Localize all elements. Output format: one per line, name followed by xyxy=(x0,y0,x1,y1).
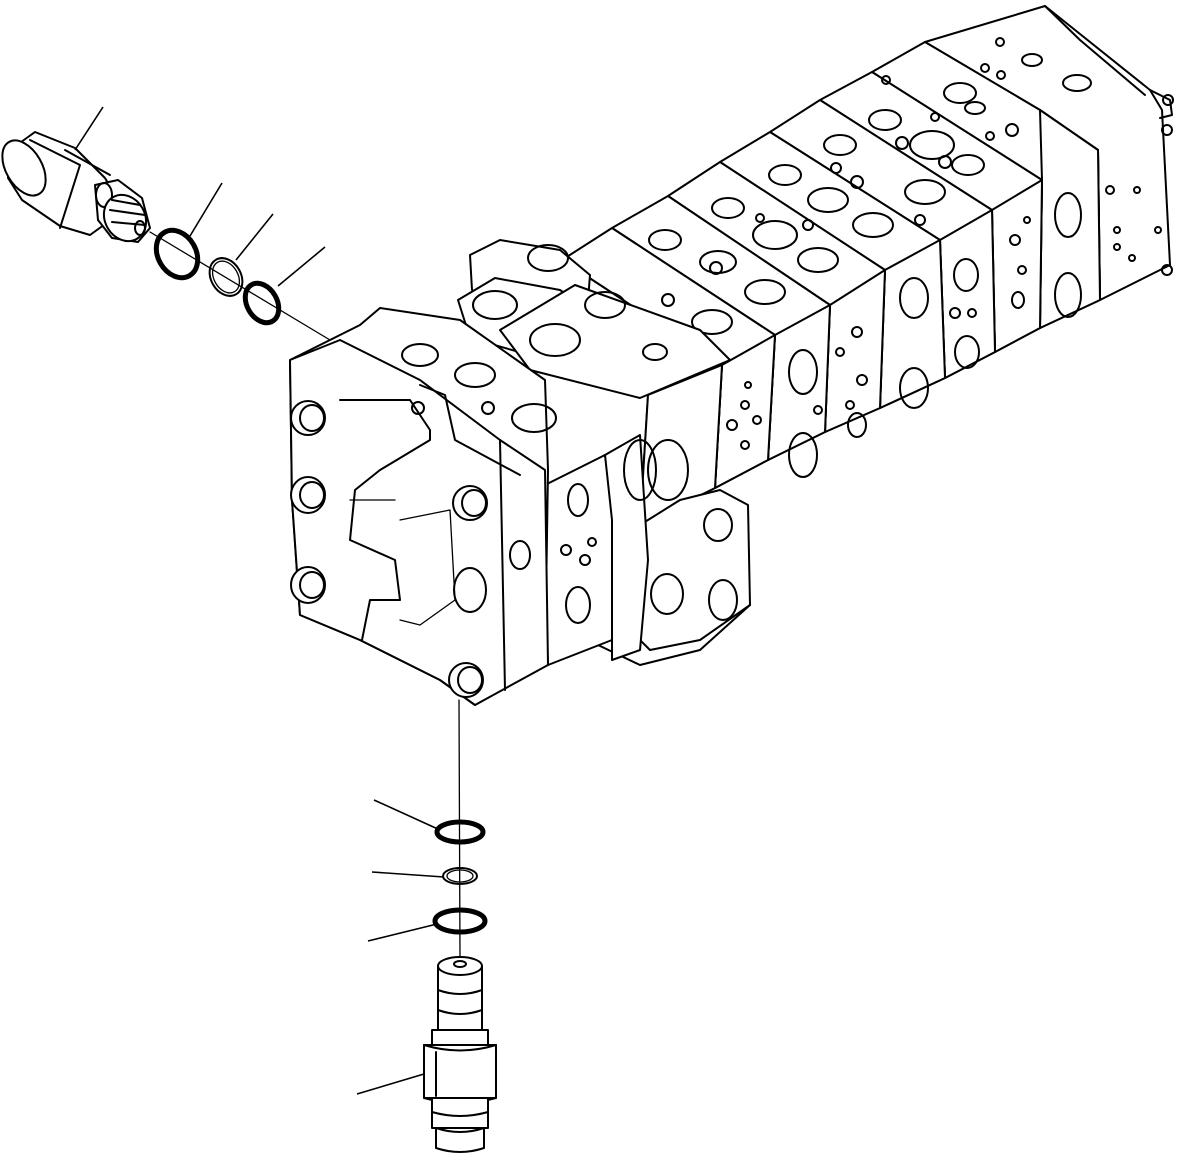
leader-backup-ring-upper xyxy=(235,213,274,261)
valve-sections xyxy=(457,37,1162,666)
o-ring-upper-1 xyxy=(153,227,201,281)
backup-ring-lower xyxy=(442,867,478,885)
relief-valve-lower xyxy=(423,956,497,1153)
control-valve-body xyxy=(289,5,1174,706)
leader-o-ring-upper-1 xyxy=(189,182,223,237)
relief-valve-upper xyxy=(1,131,151,243)
leader-relief-valve-lower xyxy=(356,1073,425,1095)
cap-bolts xyxy=(290,400,488,698)
o-ring-upper-2 xyxy=(242,280,282,326)
o-ring-lower-2 xyxy=(432,907,488,935)
leader-o-ring-lower-2 xyxy=(367,923,438,942)
leader-o-ring-lower-1 xyxy=(373,799,441,831)
leader-o-ring-upper-2 xyxy=(277,246,326,287)
lower-relief-assembly xyxy=(423,699,497,1153)
lower-center-line xyxy=(458,699,461,961)
backup-ring-upper xyxy=(208,257,244,297)
callout-leader-lines xyxy=(74,106,445,1095)
leader-backup-ring-lower xyxy=(371,871,445,878)
upper-relief-assembly xyxy=(1,131,331,341)
upper-center-line xyxy=(149,231,331,341)
front-end-cap xyxy=(289,307,557,706)
o-ring-lower-1 xyxy=(434,819,486,845)
leader-relief-valve-upper xyxy=(74,106,104,151)
